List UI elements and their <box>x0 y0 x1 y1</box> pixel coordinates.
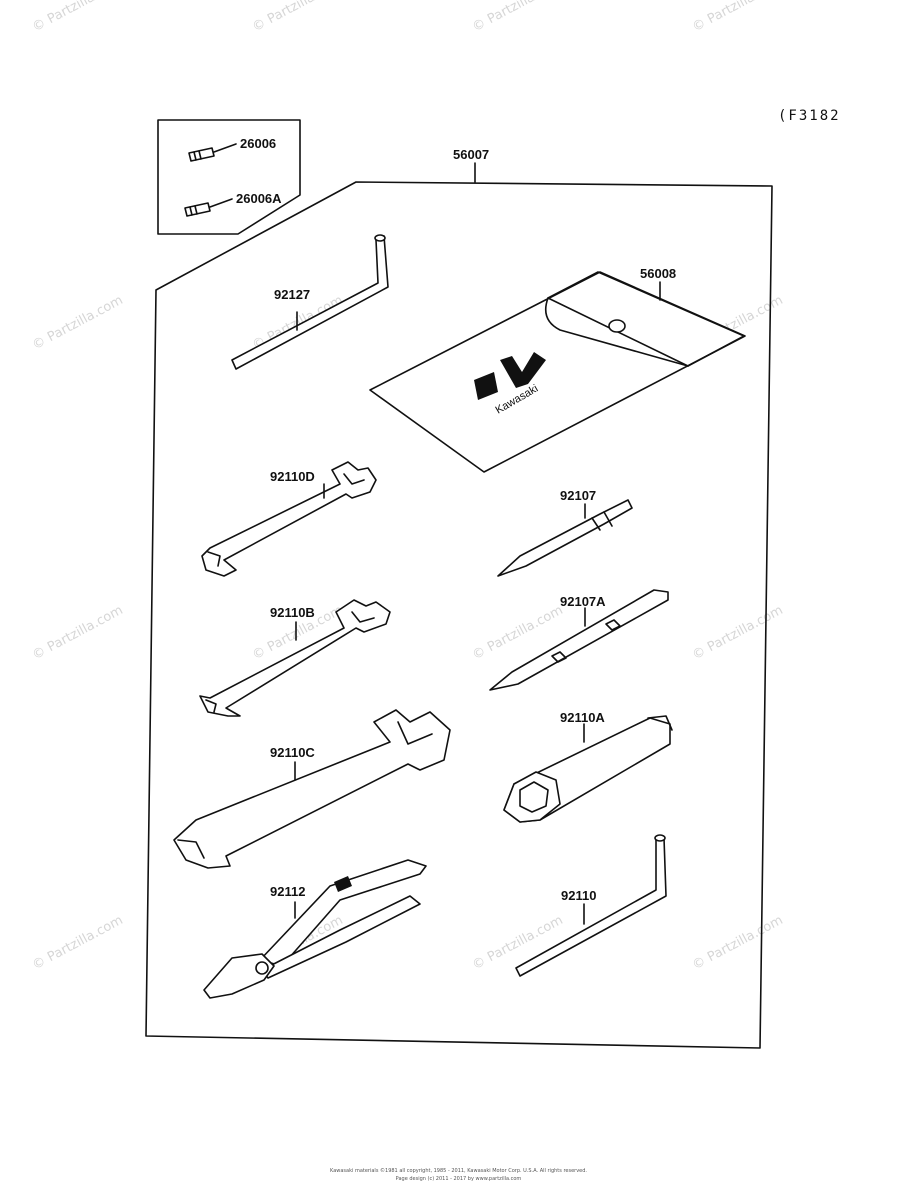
label-92110d[interactable]: 92110D <box>270 469 315 484</box>
tool-kit-boundary <box>145 162 773 1049</box>
hex-key-92127[interactable] <box>231 234 389 370</box>
wrench-92110b[interactable] <box>199 599 391 717</box>
screwdriver-92107[interactable] <box>497 499 633 577</box>
pin-26006a[interactable] <box>184 198 233 217</box>
label-92110c[interactable]: 92110C <box>270 745 315 760</box>
label-56007[interactable]: 56007 <box>453 147 489 162</box>
tool-bag-56008[interactable] <box>369 271 746 473</box>
label-92127[interactable]: 92127 <box>274 287 310 302</box>
label-92110[interactable]: 92110 <box>561 888 596 903</box>
label-26006a[interactable]: 26006A <box>236 191 282 206</box>
label-92112[interactable]: 92112 <box>270 884 305 899</box>
label-92110a[interactable]: 92110A <box>560 710 605 725</box>
diagram-reference: (F3182 <box>778 108 841 124</box>
copyright-line-1: Kawasaki materials ©1981 all copyright, … <box>330 1168 587 1174</box>
label-92107a[interactable]: 92107A <box>560 594 606 609</box>
box-wrench-92110a[interactable] <box>503 715 673 823</box>
label-92110b[interactable]: 92110B <box>270 605 315 620</box>
wrench-92110d[interactable] <box>201 461 377 577</box>
hex-key-92110[interactable] <box>515 834 667 977</box>
label-56008[interactable]: 56008 <box>640 266 676 281</box>
pin-26006[interactable] <box>188 143 237 162</box>
copyright-line-2: Page design (c) 2011 - 2017 by www.partz… <box>395 1176 522 1182</box>
label-26006[interactable]: 26006 <box>240 136 276 151</box>
screwdriver-92107a[interactable] <box>489 589 669 691</box>
pliers-92112[interactable] <box>203 859 427 999</box>
label-92107[interactable]: 92107 <box>560 488 596 503</box>
pin-inset-box <box>157 119 301 235</box>
wrench-92110c[interactable] <box>173 709 451 869</box>
